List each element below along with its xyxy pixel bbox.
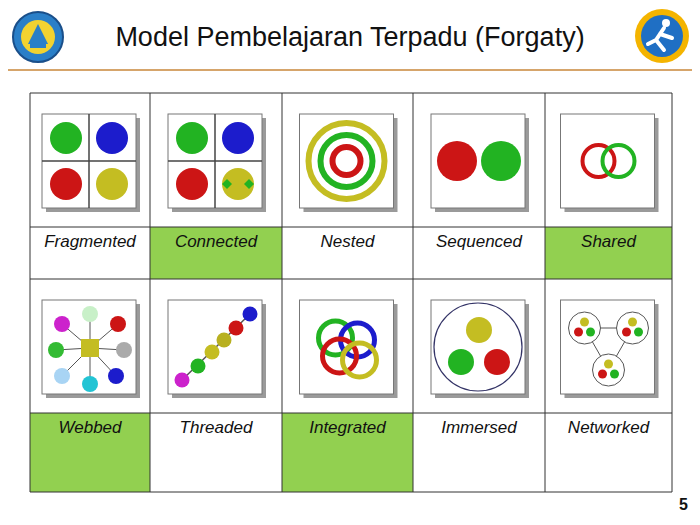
fragmented-figure	[42, 114, 140, 212]
curriculum-logo	[635, 9, 689, 63]
model-name: Nested	[284, 232, 411, 252]
connected-figure	[168, 114, 266, 212]
threaded-figure	[168, 300, 266, 398]
model-name: Sequenced	[415, 232, 543, 252]
model-name: Threaded	[152, 418, 280, 438]
model-name: Immersed	[415, 418, 543, 438]
model-name: Integrated	[284, 418, 411, 438]
shared-figure	[561, 114, 659, 212]
model-table	[30, 93, 672, 492]
slide-title: Model Pembelajaran Terpadu (Forgaty)	[0, 22, 700, 53]
model-name: Webbed	[32, 418, 148, 438]
page-number: 5	[679, 496, 688, 514]
model-name: Fragmented	[32, 232, 148, 252]
model-name: Networked	[547, 418, 670, 438]
model-name: Shared	[547, 232, 670, 252]
sequenced-figure	[431, 114, 529, 212]
networked-figure	[561, 300, 659, 398]
model-name: Connected	[152, 232, 280, 252]
nested-figure	[300, 114, 398, 212]
webbed-figure	[42, 300, 140, 398]
ministry-logo	[13, 12, 63, 62]
integrated-figure	[300, 300, 398, 398]
immersed-figure	[431, 300, 529, 398]
header-rule	[8, 69, 692, 71]
